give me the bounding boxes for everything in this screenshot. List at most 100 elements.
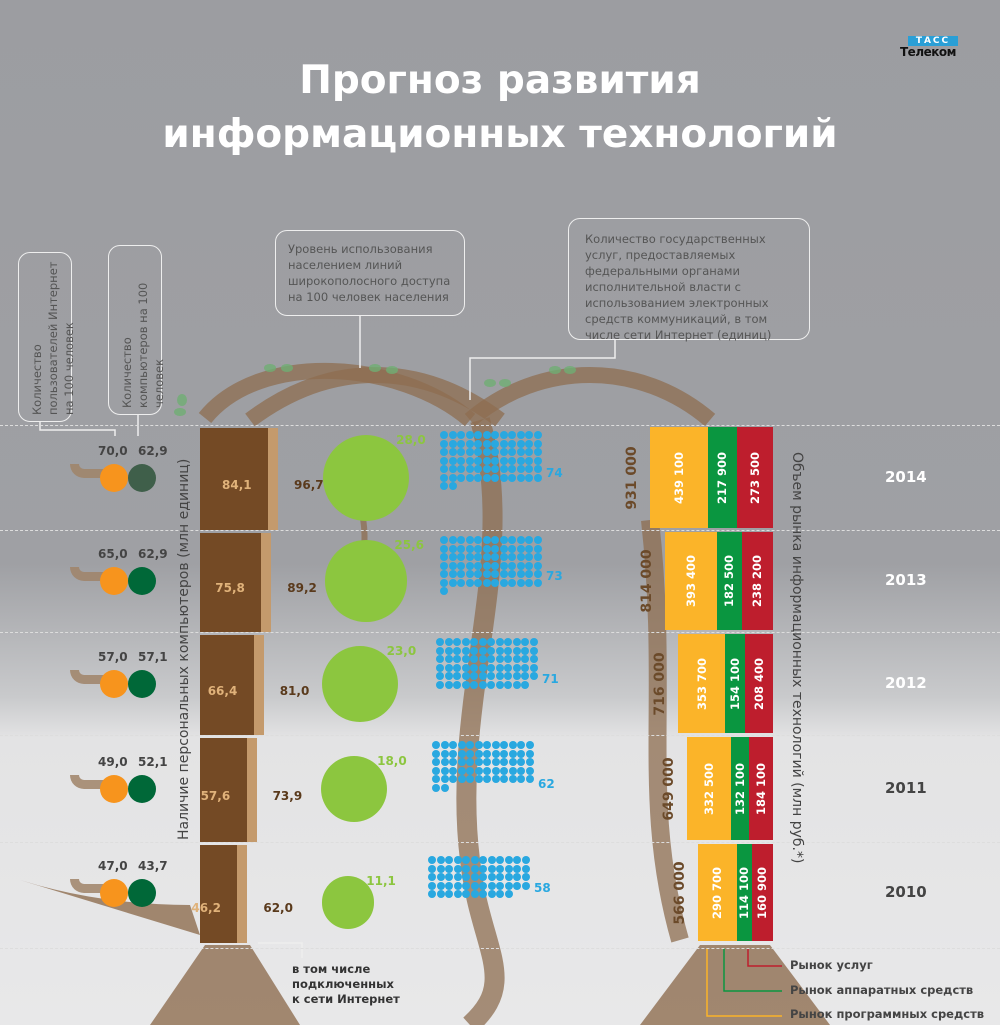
market-services-bar: 208 400 bbox=[745, 634, 773, 733]
callout-computers: Количество компьютеров на 100 человек bbox=[108, 245, 166, 415]
gov-service-dot bbox=[491, 456, 499, 465]
gov-service-dot bbox=[491, 775, 500, 783]
gov-service-dot bbox=[533, 544, 542, 553]
gov-service-dot bbox=[529, 638, 538, 646]
gov-service-dot bbox=[499, 439, 508, 448]
market-services-value: 273 500 bbox=[747, 451, 762, 504]
market-hardware-value: 217 900 bbox=[715, 451, 730, 504]
broadband-value: 25,6 bbox=[394, 538, 425, 553]
gov-service-dot bbox=[428, 881, 436, 890]
gov-service-dot bbox=[516, 578, 525, 587]
gov-service-dot bbox=[440, 758, 449, 766]
gov-service-dot bbox=[499, 431, 508, 439]
year-label: 2014 bbox=[885, 467, 927, 486]
gov-service-dot bbox=[521, 856, 530, 864]
broadband-value: 28,0 bbox=[396, 432, 426, 447]
gov-service-dot bbox=[445, 864, 453, 873]
gov-service-dot bbox=[483, 749, 491, 758]
gov-service-dot bbox=[533, 456, 542, 465]
gov-service-dot bbox=[508, 741, 517, 749]
broadband-circle bbox=[321, 755, 387, 822]
gov-service-dot bbox=[457, 456, 465, 465]
gov-service-dot bbox=[525, 431, 533, 439]
gov-service-dot bbox=[428, 856, 436, 864]
gov-service-dot bbox=[512, 655, 521, 663]
gov-service-dot bbox=[487, 856, 496, 864]
gov-service-dot bbox=[504, 646, 512, 655]
gov-service-dot bbox=[495, 638, 504, 646]
gov-service-dot bbox=[487, 638, 495, 646]
gov-service-dot bbox=[453, 655, 461, 663]
gov-service-dot bbox=[457, 775, 466, 783]
market-software-value: 332 500 bbox=[702, 762, 717, 815]
branch-icon bbox=[70, 878, 115, 893]
gov-service-dot bbox=[533, 553, 542, 561]
gov-service-dot bbox=[487, 881, 496, 890]
gov-service-dot bbox=[525, 465, 533, 473]
computers-circle bbox=[128, 463, 156, 492]
computers-circle bbox=[128, 878, 156, 907]
gov-service-dot bbox=[445, 890, 453, 898]
gov-service-dot bbox=[482, 431, 491, 439]
gov-service-dot bbox=[525, 749, 534, 758]
branch-icon bbox=[70, 669, 115, 684]
market-services-value: 238 200 bbox=[750, 554, 765, 608]
gov-service-dot bbox=[448, 536, 457, 544]
pc-internet-value: 57,6 bbox=[200, 788, 231, 803]
gov-service-dot bbox=[516, 465, 525, 473]
gov-service-dot bbox=[491, 741, 500, 749]
gov-service-dot bbox=[491, 758, 500, 766]
gov-service-dot bbox=[474, 741, 483, 749]
gov-service-dot bbox=[513, 873, 521, 881]
gov-service-dot bbox=[457, 570, 465, 578]
gov-service-dot bbox=[444, 638, 453, 646]
gov-service-dot bbox=[478, 672, 487, 680]
title-line-1: Прогноз развития bbox=[299, 58, 701, 103]
gov-service-dot bbox=[436, 680, 444, 689]
gov-service-dot bbox=[495, 680, 504, 689]
callout-broadband: Уровень использования населением линий ш… bbox=[275, 230, 465, 316]
gov-service-dot bbox=[436, 873, 445, 881]
gov-service-dot bbox=[448, 431, 457, 439]
market-software-value: 439 100 bbox=[672, 451, 687, 504]
gov-service-dot bbox=[508, 465, 516, 473]
gov-service-dot bbox=[499, 473, 508, 482]
gov-service-dot bbox=[517, 749, 525, 758]
gov-service-dot bbox=[487, 672, 495, 680]
gov-service-dot bbox=[499, 536, 508, 544]
gov-service-dot bbox=[487, 655, 495, 663]
gov-service-dot bbox=[448, 561, 457, 570]
gov-service-dot bbox=[440, 456, 448, 465]
gov-service-dot bbox=[440, 439, 448, 448]
gov-service-dot bbox=[479, 890, 487, 898]
gov-service-dot bbox=[465, 439, 474, 448]
gov-service-dot bbox=[466, 741, 474, 749]
market-services-value: 184 100 bbox=[753, 762, 768, 815]
gov-services-value: 73 bbox=[546, 569, 563, 583]
gov-service-dot bbox=[508, 561, 516, 570]
gov-service-dot bbox=[508, 749, 517, 758]
market-software-bar: 393 400 bbox=[665, 532, 718, 630]
pc-internet-value: 66,4 bbox=[207, 683, 238, 698]
gov-service-dot bbox=[533, 536, 542, 544]
gov-service-dot bbox=[525, 553, 533, 561]
gov-service-dot bbox=[491, 578, 499, 587]
gov-service-dot bbox=[499, 570, 508, 578]
gov-service-dot bbox=[449, 775, 457, 783]
internet-users-value: 57,0 bbox=[98, 649, 128, 664]
legend-hardware: Рынок аппаратных средств bbox=[790, 983, 974, 997]
internet-users-circle bbox=[100, 774, 128, 803]
gov-service-dot bbox=[508, 544, 516, 553]
gov-service-dot bbox=[496, 873, 504, 881]
gov-service-dot bbox=[465, 431, 474, 439]
gov-service-dot bbox=[525, 473, 533, 482]
gov-service-dot bbox=[448, 482, 457, 490]
gov-service-dot bbox=[440, 587, 448, 595]
computers-value: 52,1 bbox=[138, 754, 168, 769]
gov-service-dot bbox=[525, 570, 533, 578]
gov-service-dot bbox=[436, 646, 444, 655]
market-services-value: 160 900 bbox=[755, 866, 770, 919]
market-hardware-value: 114 100 bbox=[737, 866, 752, 919]
gov-service-dot bbox=[457, 766, 466, 775]
gov-service-dot bbox=[521, 672, 529, 680]
